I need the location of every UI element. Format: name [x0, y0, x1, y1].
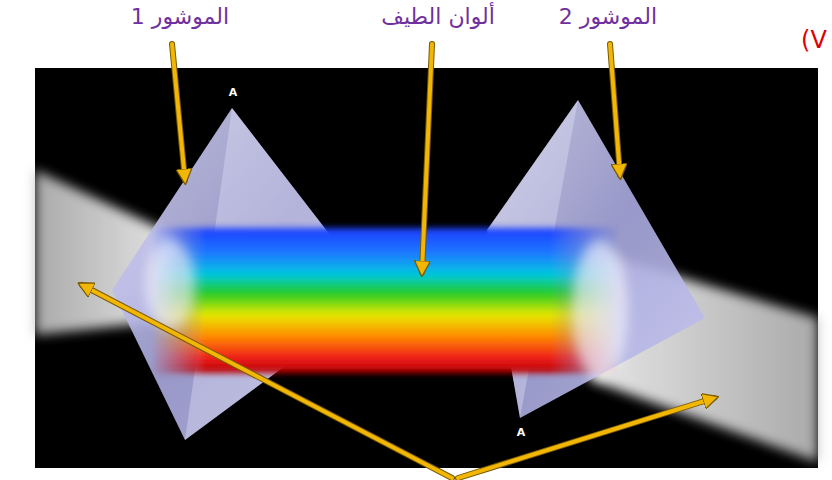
part-name: الموشور 1 [131, 4, 229, 30]
part-name: الموشور 2 [559, 4, 657, 30]
spectrum [150, 228, 620, 373]
leader-arrows [82, 44, 714, 478]
vertex-letter: A [229, 86, 238, 99]
note: (V [801, 26, 827, 55]
part-name: ألوان الطيف [381, 4, 495, 30]
vertex-letter: A [517, 426, 526, 439]
